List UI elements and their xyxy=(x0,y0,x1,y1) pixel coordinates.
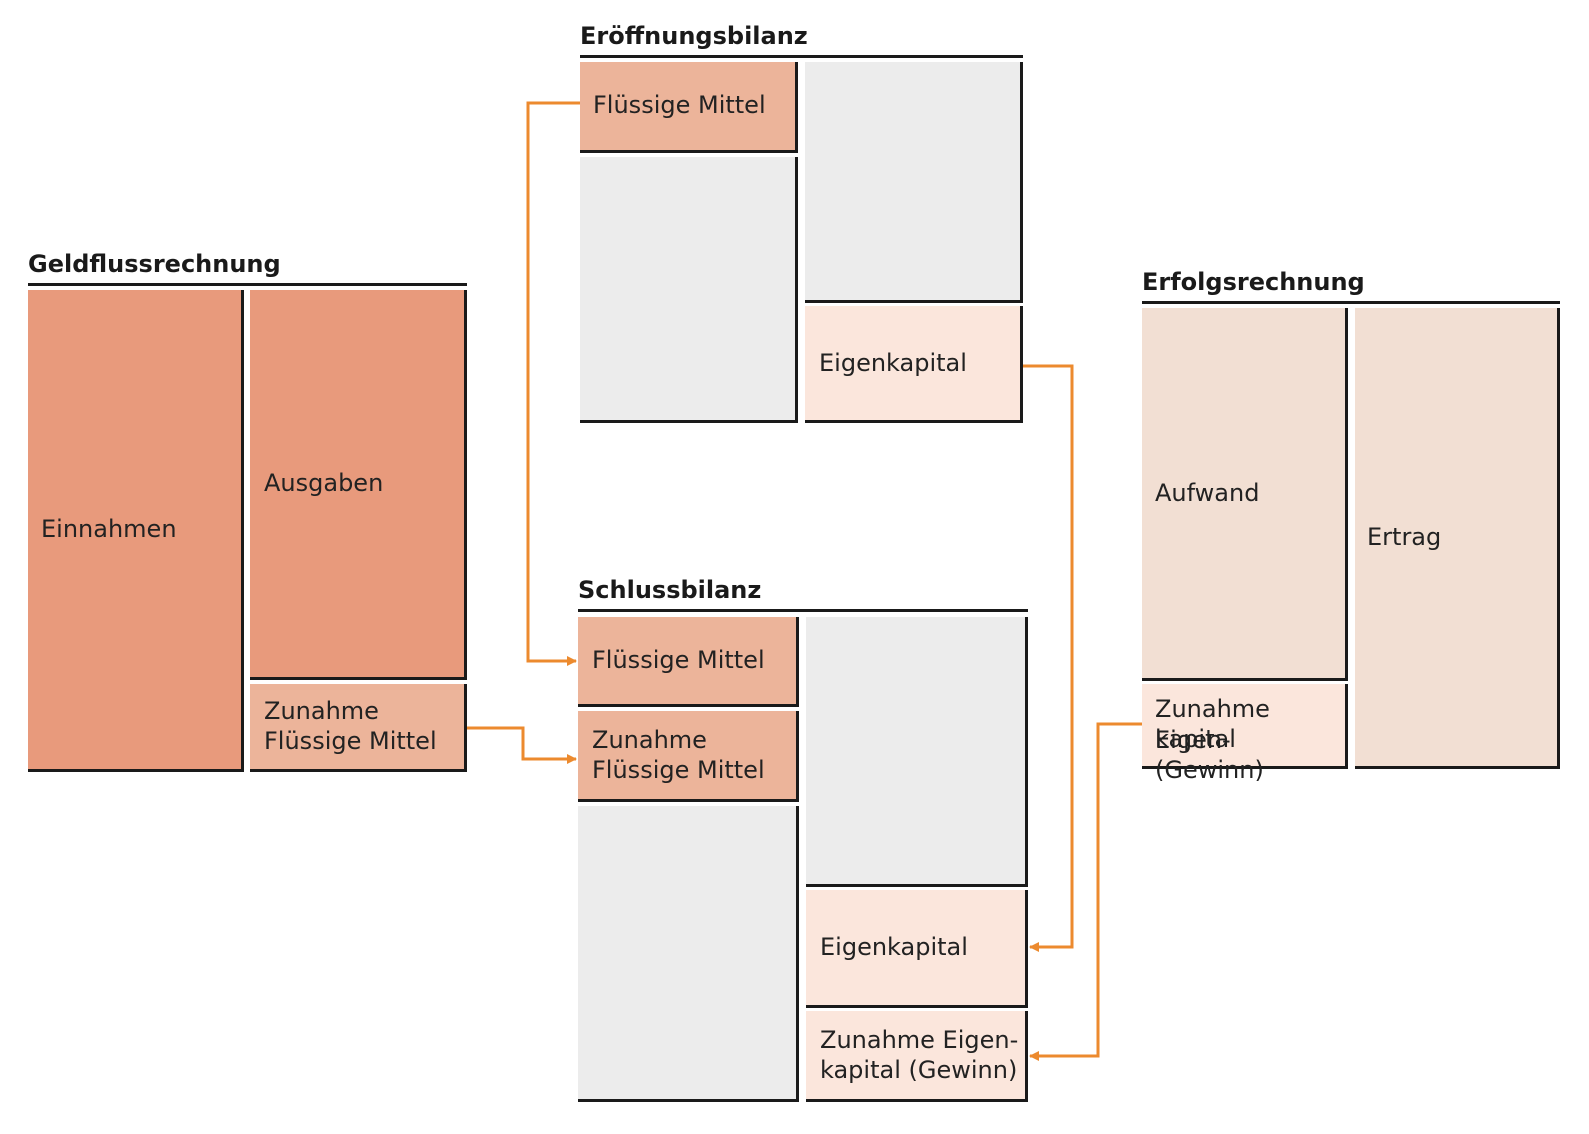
einnahmen-label: Einnahmen xyxy=(41,515,177,543)
eroeffnung-eigenkapital-label: Eigenkapital xyxy=(819,349,967,377)
geldfluss-zunahme-line2: Flüssige Mittel xyxy=(264,727,437,755)
erfolg-aufwand-box: Aufwand xyxy=(1142,308,1348,681)
geldfluss-ausgaben-box: Ausgaben xyxy=(250,290,467,680)
ausgaben-label: Ausgaben xyxy=(264,469,384,497)
eroeffnung-aktiven-rest-box xyxy=(580,157,798,423)
schluss-eigenkapital-label: Eigenkapital xyxy=(820,933,968,961)
arrow-zunahme-eigenkapital xyxy=(1029,722,1142,1061)
schluss-zunahme-line1: Zunahme xyxy=(592,726,707,754)
erfolg-ertrag-box: Ertrag xyxy=(1355,308,1560,769)
schluss-zunahme-box: Zunahme Flüssige Mittel xyxy=(578,711,799,802)
schluss-fluessige-mittel-label: Flüssige Mittel xyxy=(592,646,765,674)
geldfluss-zunahme-box: Zunahme Flüssige Mittel xyxy=(250,684,467,772)
schluss-aktiven-rest-box xyxy=(578,806,799,1102)
erfolg-title: Erfolgsrechnung xyxy=(1142,268,1560,304)
eroeffnung-fluessige-mittel-box: Flüssige Mittel xyxy=(580,62,798,153)
schluss-zunahme-ek-line1: Zunahme Eigen- xyxy=(820,1026,1019,1054)
aufwand-label: Aufwand xyxy=(1155,479,1260,507)
geldfluss-zunahme-line1: Zunahme xyxy=(264,697,379,725)
erfolg-zunahme-ek-line2: kapital (Gewinn) xyxy=(1155,725,1264,784)
ertrag-label: Ertrag xyxy=(1367,523,1442,551)
schluss-fremdkapital-box xyxy=(806,617,1028,887)
schluss-fluessige-mittel-box: Flüssige Mittel xyxy=(578,617,799,707)
arrow-zunahme-fluessige-mittel xyxy=(467,726,577,764)
arrow-eigenkapital xyxy=(1023,364,1074,952)
geldfluss-title: Geldflussrechnung xyxy=(28,250,467,286)
erfolg-zunahme-ek-line1: Zunahme Eigen- xyxy=(1155,695,1270,754)
schluss-zunahme-ek-box: Zunahme Eigen- kapital (Gewinn) xyxy=(806,1011,1028,1102)
erfolg-zunahme-ek-box: Zunahme Eigen- kapital (Gewinn) xyxy=(1142,684,1348,784)
schluss-zunahme-ek-line2: kapital (Gewinn) xyxy=(820,1056,1018,1084)
schluss-title: Schlussbilanz xyxy=(578,576,1028,612)
arrow-fluessige-mittel xyxy=(526,101,580,666)
eroeffnung-fluessige-mittel-label: Flüssige Mittel xyxy=(593,91,766,119)
schluss-zunahme-line2: Flüssige Mittel xyxy=(592,756,765,784)
geldfluss-einnahmen-box: Einnahmen xyxy=(28,290,244,772)
eroeffnung-fremdkapital-box xyxy=(805,62,1023,303)
schluss-eigenkapital-box: Eigenkapital xyxy=(806,890,1028,1008)
eroeffnung-eigenkapital-box: Eigenkapital xyxy=(805,306,1023,423)
eroeffnung-title: Eröffnungsbilanz xyxy=(580,22,1023,58)
